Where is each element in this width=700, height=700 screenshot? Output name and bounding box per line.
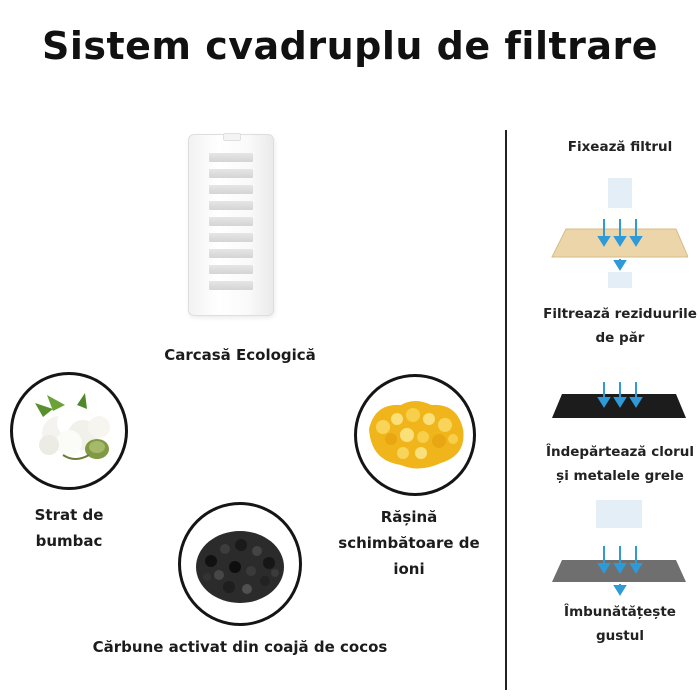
step-3-label: Îndepărtează clorul și metalele grele — [540, 440, 700, 488]
step-2-line: de păr — [595, 330, 645, 346]
cartridge-slot — [209, 233, 253, 242]
cotton-label: Strat de bumbac — [14, 502, 124, 554]
cartridge-slot — [209, 153, 253, 162]
step-4-line: gustul — [595, 628, 644, 644]
cartridge-slot — [209, 249, 253, 258]
step-3-line: și metalele grele — [556, 468, 684, 484]
resin-label-line: Rășină — [380, 508, 438, 526]
resin-filter-layer-icon — [552, 546, 686, 596]
cartridge-notch — [223, 133, 241, 141]
cotton-label-line: Strat de — [34, 506, 104, 524]
step-2-label: Filtrează reziduurile de păr — [540, 302, 700, 350]
resin-icon — [369, 401, 464, 469]
cotton-icon — [35, 393, 110, 460]
resin-label-line: ioni — [393, 560, 425, 578]
hair-filter-layer-icon — [551, 219, 688, 271]
cartridge-slot — [209, 201, 253, 210]
cotton-image — [10, 372, 128, 490]
cotton-label-line: bumbac — [35, 532, 103, 550]
carbon-filter-layer-icon — [552, 382, 686, 418]
step-4-label: Îmbunătățește gustul — [540, 600, 700, 648]
cartridge-slot — [209, 185, 253, 194]
water-inflow — [608, 178, 632, 208]
resin-label-line: schimbătoare de — [338, 534, 480, 552]
step-3-line: Îndepărtează clorul — [545, 444, 695, 460]
step-1-label: Fixează filtrul — [540, 135, 700, 159]
resin-label: Rășină schimbătoare de ioni — [322, 504, 496, 582]
housing-label: Carcasă Ecologică — [164, 346, 316, 364]
cartridge-slot — [209, 281, 253, 290]
activated-carbon-image — [178, 502, 302, 626]
divider-line — [505, 130, 507, 690]
water-outflow — [608, 272, 632, 288]
step-4-line: Îmbunătățește — [564, 604, 676, 620]
carbon-granules-icon — [196, 531, 284, 603]
step-1-line: Fixează filtrul — [567, 139, 673, 155]
cartridge-slot — [209, 169, 253, 178]
step-2-line: Filtrează reziduurile — [543, 306, 697, 322]
resin-image — [354, 374, 476, 496]
cartridge-slot — [209, 217, 253, 226]
cartridge-slot — [209, 265, 253, 274]
water-inflow — [596, 500, 642, 528]
filter-cartridge-image — [188, 133, 274, 316]
carbon-label: Cărbune activat din coajă de cocos — [92, 638, 388, 656]
page-title: Sistem cvadruplu de filtrare — [41, 24, 659, 68]
